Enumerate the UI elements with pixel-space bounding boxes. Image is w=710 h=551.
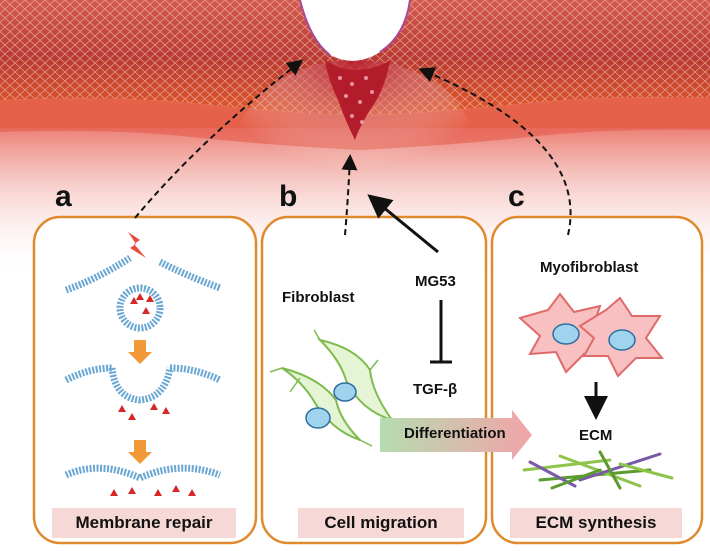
- ecm-fibers: [522, 450, 674, 490]
- down-arrow-icon: [128, 340, 152, 364]
- myofibroblast-cells: [517, 292, 665, 378]
- mg53-label: MG53: [415, 273, 456, 290]
- wound-opening-icon: [300, 0, 410, 61]
- ecm-label: ECM: [579, 427, 613, 444]
- dashed-arrows: [134, 59, 572, 236]
- panel-a-caption: Membrane repair: [52, 508, 236, 538]
- fibroblast-cells: [269, 329, 401, 447]
- panel-b-caption: Cell migration: [298, 508, 464, 538]
- promote-arrow: [367, 194, 439, 254]
- differentiation-arrow: [380, 410, 532, 460]
- panel-c-caption: ECM synthesis: [510, 508, 682, 538]
- panel-c-letter: c: [508, 180, 525, 213]
- fibroblast-label: Fibroblast: [282, 289, 355, 306]
- lightning-icon: [128, 232, 146, 258]
- down-arrow-icon: [128, 440, 152, 464]
- myofibroblast-label: Myofibroblast: [540, 259, 639, 276]
- panel-c-box: [490, 215, 704, 545]
- tgf-beta-label: TGF-β: [413, 381, 458, 398]
- panel-a-letter: a: [55, 180, 72, 213]
- panel-a-box: [32, 215, 258, 545]
- panel-b-letter: b: [279, 180, 298, 213]
- differentiation-label: Differentiation: [404, 425, 506, 442]
- membrane-repair-illustration: [64, 232, 222, 496]
